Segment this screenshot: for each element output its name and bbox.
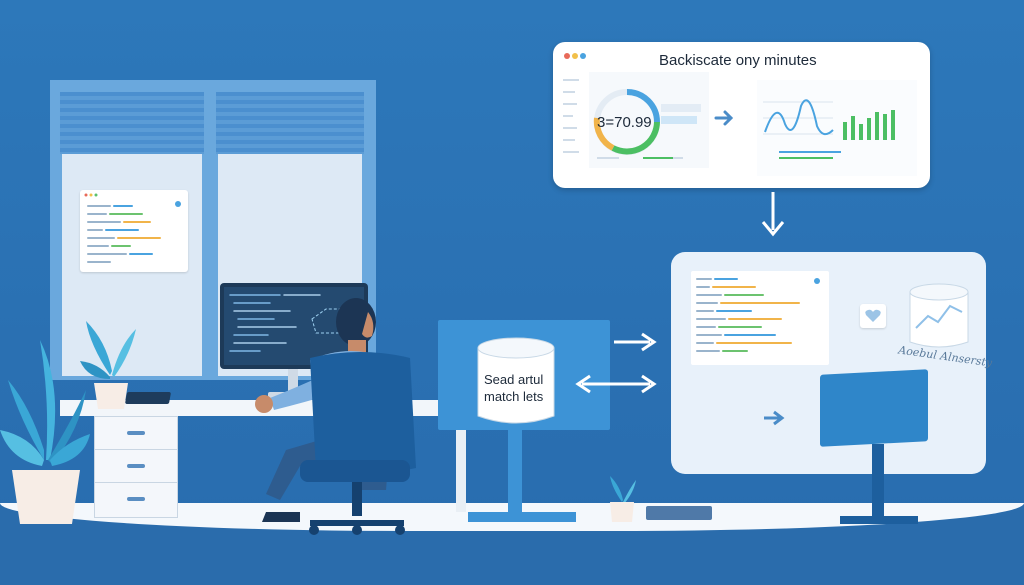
window-blinds-right <box>216 92 364 154</box>
desk-drawers <box>94 416 178 518</box>
dashboard-title: Backiscate ony minutes <box>659 52 817 69</box>
window-blinds-left <box>60 92 204 154</box>
desk-leg <box>456 416 466 512</box>
drawer-2 <box>95 450 177 483</box>
database-panel-base <box>468 512 576 522</box>
database-panel-stand <box>508 430 522 514</box>
drawer-3 <box>95 483 177 515</box>
side-monitor <box>820 369 928 447</box>
database-chart-icon <box>909 283 969 348</box>
plant-floor-small <box>610 476 636 522</box>
drawer-1 <box>95 417 177 450</box>
down-arrow-icon <box>761 192 785 237</box>
plant-small <box>80 321 136 409</box>
gauge-value: 3=70.99 <box>597 114 652 131</box>
monitor-stand <box>288 369 298 393</box>
right-arrow-small-icon <box>764 410 785 426</box>
side-monitor-stand <box>872 444 884 518</box>
side-monitor-base <box>840 516 918 524</box>
floor-device <box>646 506 712 520</box>
code-lines-large <box>696 278 820 352</box>
database-label-line2: match lets <box>484 389 544 404</box>
office-chair <box>300 352 416 535</box>
dashboard-card: Backiscate ony minutes 3=70.99 <box>553 42 930 188</box>
database-label-line1: Sead artul <box>484 372 544 387</box>
right-arrow-icon <box>614 332 657 352</box>
dashboard-graphics <box>563 53 917 176</box>
code-lines <box>84 193 181 263</box>
heart-icon <box>860 304 886 328</box>
bidirectional-arrow-icon <box>575 374 657 394</box>
code-window-small <box>80 190 188 272</box>
database-icon <box>477 337 555 424</box>
code-window-large <box>691 271 829 365</box>
plant-large <box>0 340 90 524</box>
